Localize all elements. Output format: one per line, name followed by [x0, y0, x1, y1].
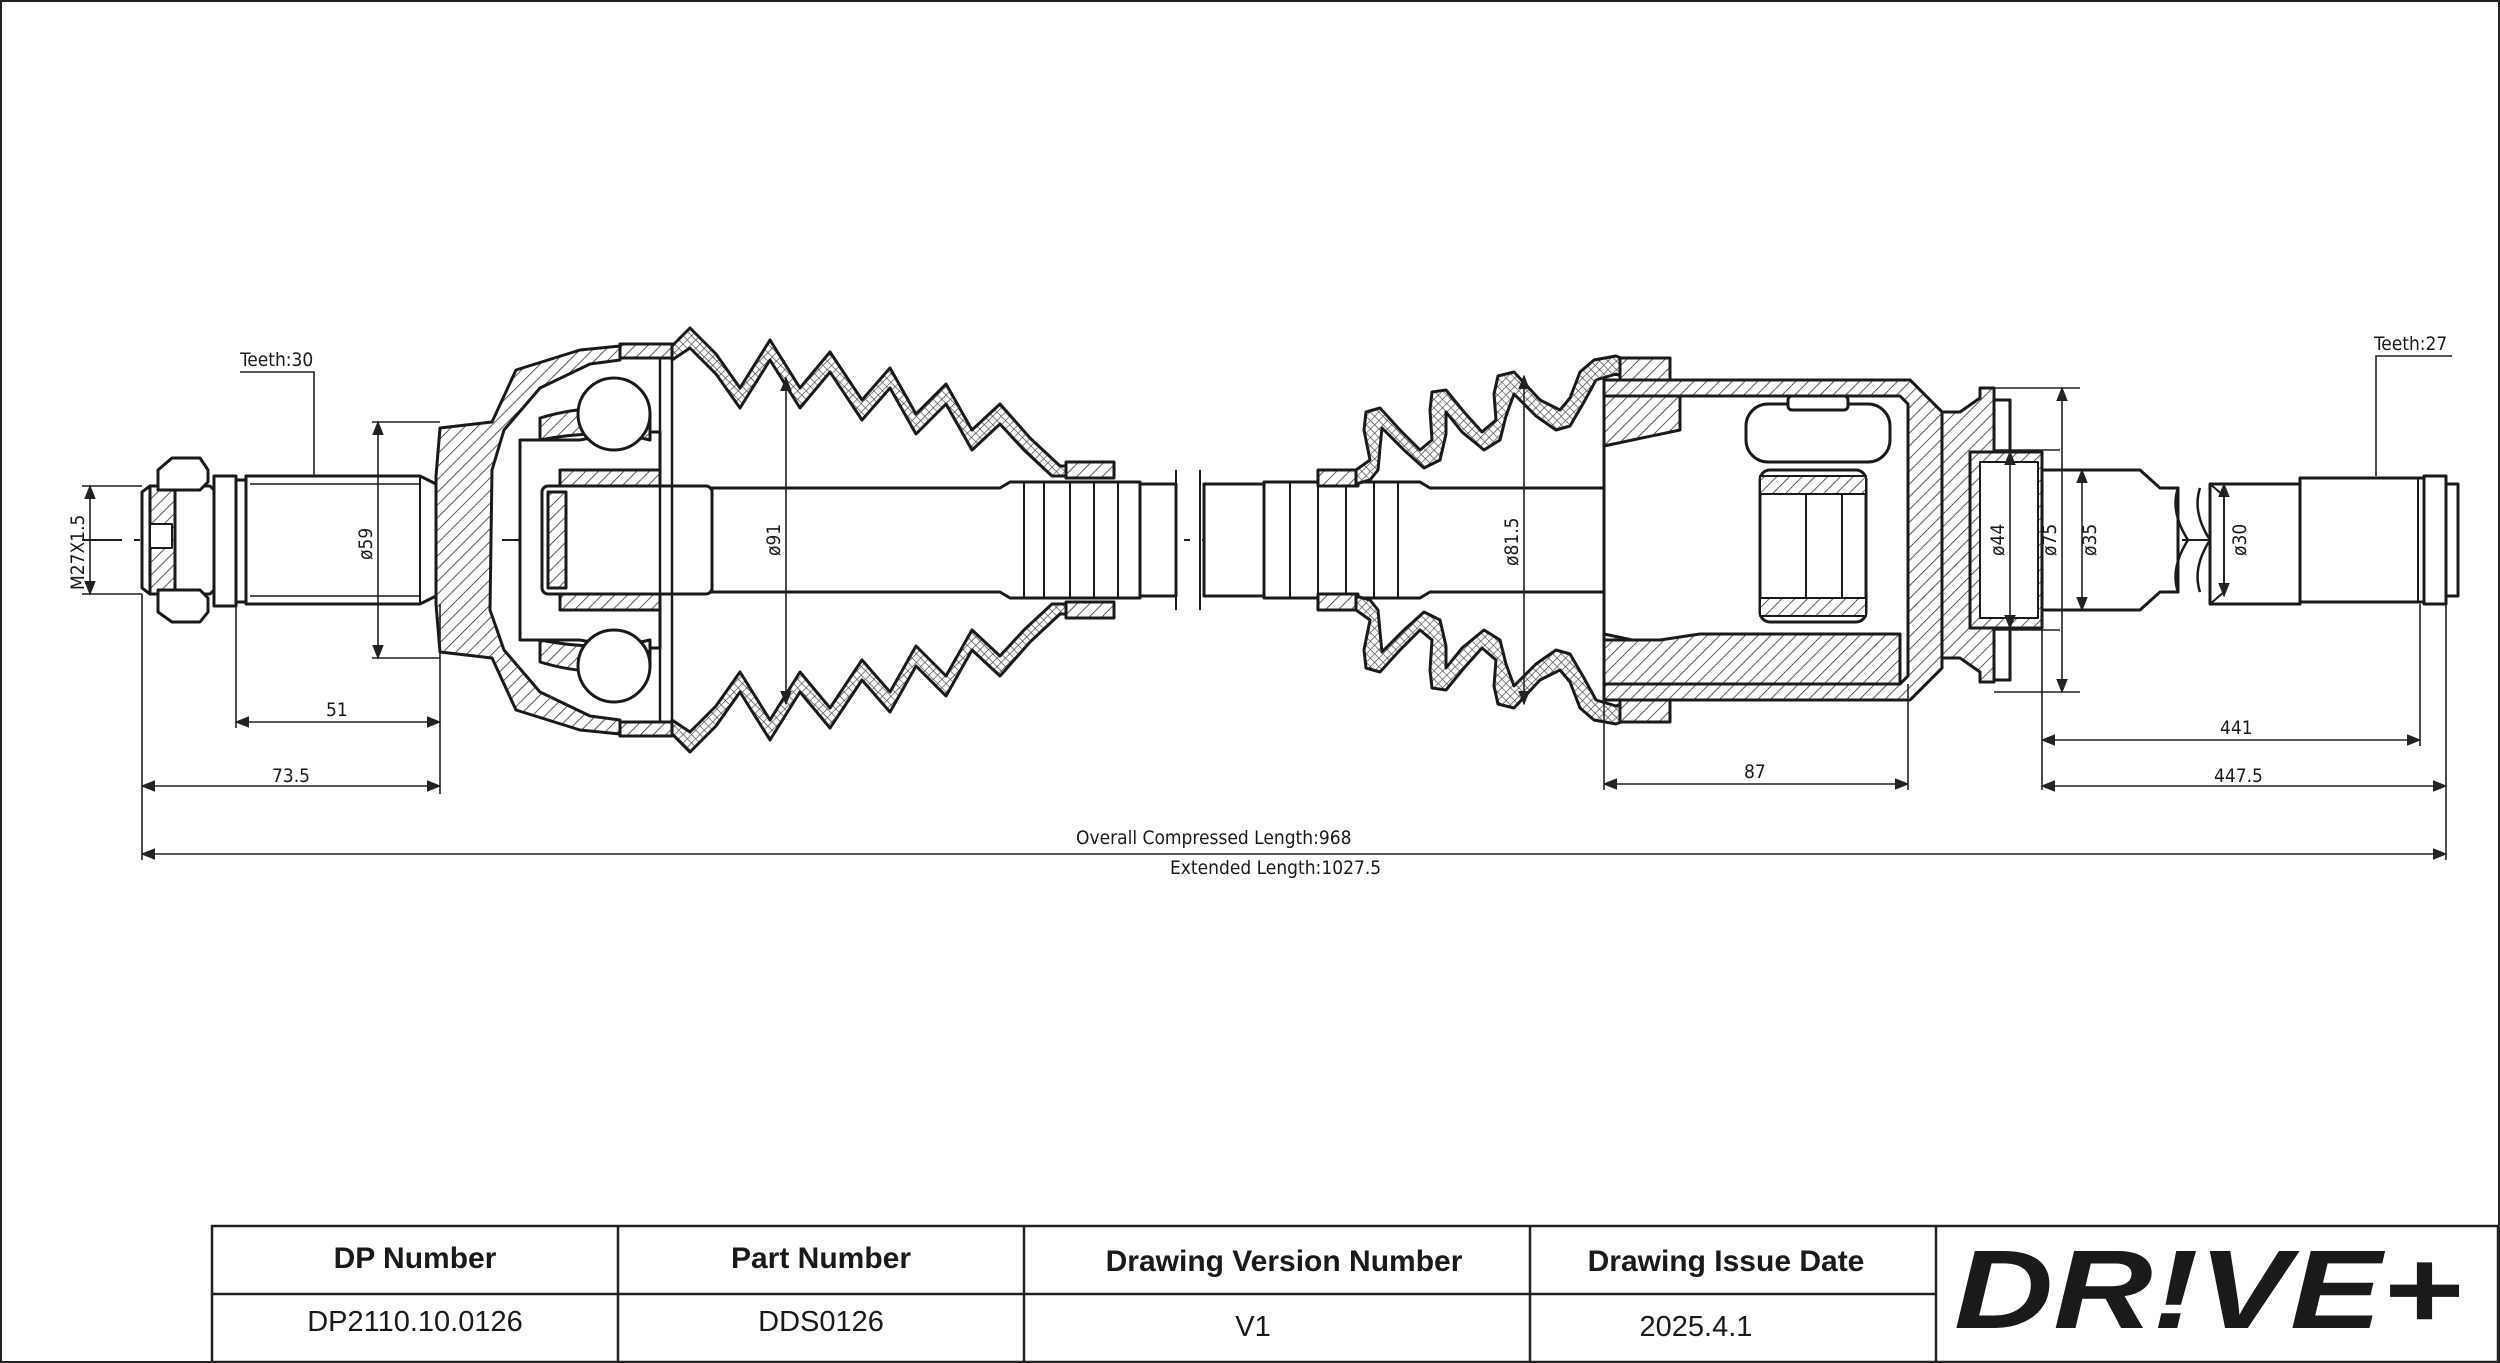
length-447-5-label: 447.5	[2214, 765, 2263, 787]
dia-35-label: ø35	[2079, 524, 2101, 556]
halfshaft-left	[710, 480, 1142, 600]
joint-ball-top	[576, 376, 652, 452]
outer-joint-housing	[434, 344, 622, 736]
dp-number-header: DP Number	[334, 1242, 497, 1275]
logo-text: DR!VE+	[1954, 1227, 2462, 1352]
dia-44-label: ø44	[1987, 524, 2009, 556]
drawing-version-header: Drawing Version Number	[1106, 1245, 1463, 1278]
dimensions	[82, 355, 2452, 860]
extended-length-label: Extended Length:1027.5	[1170, 857, 1381, 879]
dimension-labels: Teeth:30 Teeth:27 M27X1.5 ø59 ø91 ø81.5 …	[67, 333, 2447, 879]
teeth-right-label: Teeth:27	[2373, 333, 2447, 355]
length-87-label: 87	[1744, 761, 1766, 783]
dp-number-value: DP2110.10.0126	[307, 1306, 523, 1338]
thread-label: M27X1.5	[67, 515, 89, 590]
dia-91-label: ø91	[763, 524, 785, 556]
dia-30-label: ø30	[2229, 524, 2251, 556]
length-51-label: 51	[326, 699, 348, 721]
left-boot-bottom	[670, 602, 1074, 754]
drawing-issue-date-header: Drawing Issue Date	[1588, 1245, 1865, 1278]
overall-compressed-label: Overall Compressed Length:968	[1076, 827, 1351, 849]
dia-81-5-label: ø81.5	[1501, 517, 1523, 566]
spline-shaft-left	[244, 474, 438, 606]
part-number-header: Part Number	[731, 1242, 911, 1275]
dia-75-label: ø75	[2039, 524, 2061, 556]
joint-ball-bottom	[576, 628, 652, 704]
left-boot-top	[670, 326, 1074, 478]
drawing-issue-date-value: 2025.4.1	[1640, 1311, 1753, 1343]
dia-59-label: ø59	[355, 528, 377, 560]
drive-plus-logo: DR!VE+	[1954, 1227, 2462, 1352]
spline-shaft-right	[2298, 476, 2426, 604]
drawing-version-value: V1	[1235, 1311, 1270, 1343]
nut	[156, 456, 210, 492]
length-73-5-label: 73.5	[272, 765, 310, 787]
length-441-label: 441	[2220, 717, 2253, 739]
shaft-drawing	[82, 326, 2462, 754]
teeth-left-label: Teeth:30	[239, 349, 313, 371]
part-number-value: DDS0126	[758, 1306, 884, 1338]
tripod-roller	[1744, 402, 1892, 464]
title-block-text: DP Number Part Number Drawing Version Nu…	[307, 1242, 1864, 1343]
title-block	[210, 1224, 2500, 1363]
